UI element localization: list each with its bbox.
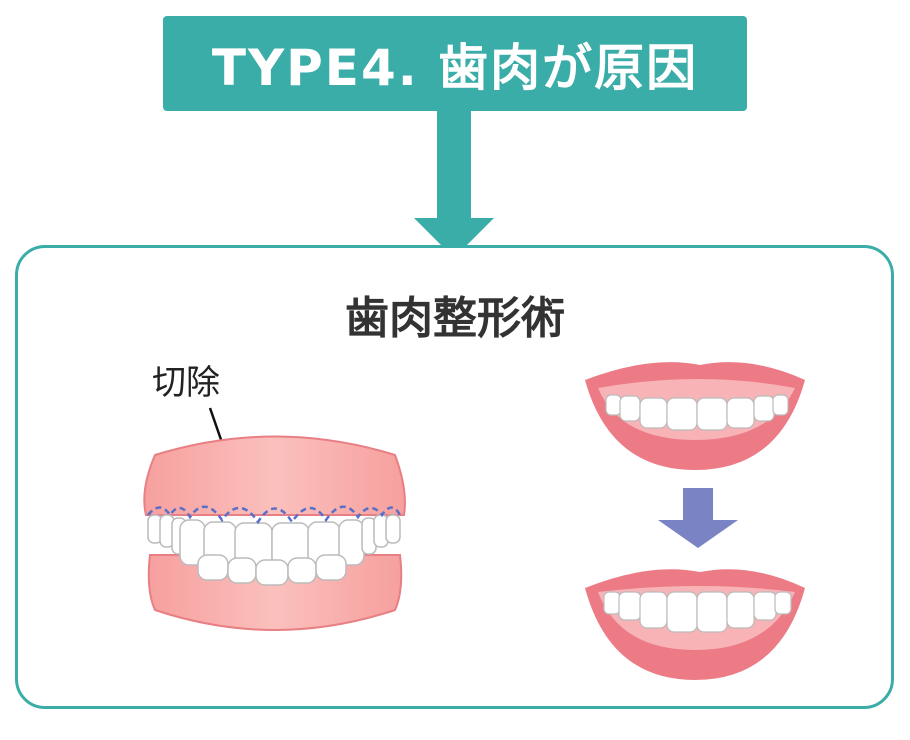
down-arrow-stem (437, 111, 471, 221)
cut-label: 切除 (152, 363, 220, 403)
type-header: TYPE4. 歯肉が原因 (163, 16, 747, 111)
panel-title: 歯肉整形術 (345, 293, 565, 344)
smile-before-illustration (585, 362, 805, 470)
down-arrow-blue (658, 488, 738, 548)
cut-line (147, 505, 402, 525)
gum-model-illustration (143, 435, 406, 631)
header-title: TYPE4. 歯肉が原因 (211, 38, 699, 97)
smile-after-illustration (585, 569, 805, 680)
